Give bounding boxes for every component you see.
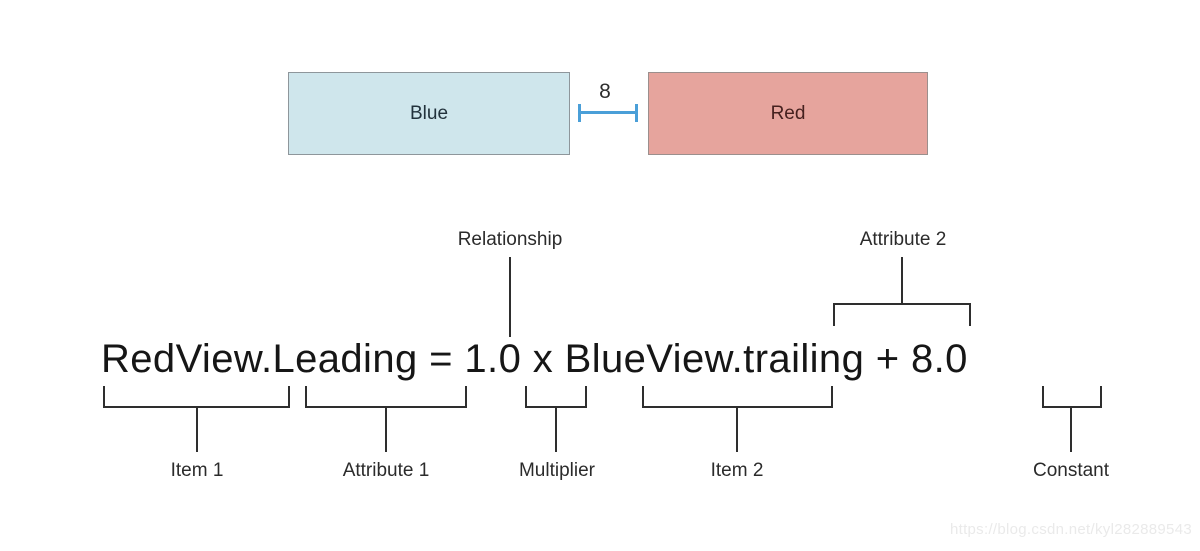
attribute1-stem xyxy=(385,408,387,452)
constant-label: Constant xyxy=(1032,460,1110,481)
multiplier-bracket xyxy=(525,386,587,408)
red-view-label: Red xyxy=(770,102,806,124)
spacing-ibeam-icon xyxy=(578,104,638,122)
blue-view-label: Blue xyxy=(409,102,449,124)
item2-stem xyxy=(736,408,738,452)
attribute2-label: Attribute 2 xyxy=(859,229,947,250)
relationship-pointer-line xyxy=(509,257,511,337)
spacing-line xyxy=(581,111,635,114)
watermark: https://blog.csdn.net/kyl282889543 xyxy=(949,521,1192,538)
item2-label: Item 2 xyxy=(710,460,764,481)
blue-view-box: Blue xyxy=(288,72,570,155)
item2-bracket xyxy=(642,386,833,408)
constant-bracket xyxy=(1042,386,1102,408)
red-view-box: Red xyxy=(648,72,928,155)
multiplier-label: Multiplier xyxy=(518,460,596,481)
constraint-equation: RedView.Leading = 1.0 x BlueView.trailin… xyxy=(101,337,968,381)
attribute1-bracket xyxy=(305,386,467,408)
relationship-label: Relationship xyxy=(457,229,563,250)
spacing-value: 8 xyxy=(599,80,611,103)
item1-label: Item 1 xyxy=(170,460,224,481)
attribute2-pointer-line xyxy=(901,257,903,305)
item1-bracket xyxy=(103,386,290,408)
multiplier-stem xyxy=(555,408,557,452)
item1-stem xyxy=(196,408,198,452)
attribute1-label: Attribute 1 xyxy=(342,460,430,481)
constant-stem xyxy=(1070,408,1072,452)
attribute2-bracket xyxy=(833,303,971,326)
